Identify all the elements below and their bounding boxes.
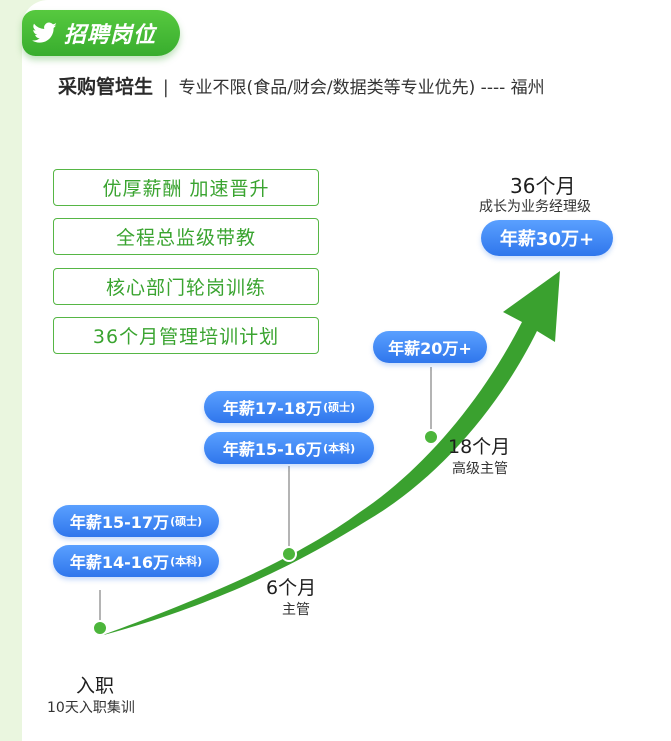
m6-salary-bachelor-text: 年薪15-16万 [222, 440, 323, 459]
section-tag: 招聘岗位 [22, 10, 180, 56]
position-line: 采购管培生 | 专业不限(食品/财会/数据类等专业优先) ---- 福州 [58, 72, 545, 99]
role-name: 采购管培生 [58, 76, 154, 98]
m6-salary-master-tag: (硕士) [323, 401, 356, 414]
benefit-salary: 优厚薪酬 加速晋升 [53, 169, 319, 206]
m6-salary-bachelor-tag: (本科) [323, 442, 356, 455]
benefit-mentorship: 全程总监级带教 [53, 218, 319, 255]
entry-salary-bachelor-tag: (本科) [170, 555, 203, 568]
m36-title: 36个月 [510, 174, 576, 198]
entry-title: 入职 [76, 675, 115, 697]
m6-salary-master: 年薪17-18万(硕士) [204, 391, 374, 423]
benefit-plan: 36个月管理培训计划 [53, 317, 319, 354]
m18-dot [423, 429, 439, 445]
content-card [22, 0, 671, 741]
m18-title: 18个月 [448, 436, 511, 458]
entry-salary-bachelor: 年薪14-16万(本科) [53, 545, 219, 577]
entry-salary-master-tag: (硕士) [170, 515, 203, 528]
entry-salary-master-text: 年薪15-17万 [69, 513, 170, 532]
position-detail: 专业不限(食品/财会/数据类等专业优先) ---- 福州 [178, 78, 545, 98]
entry-sub: 10天入职集训 [47, 700, 135, 716]
growth-arrow [100, 271, 560, 636]
bird-icon [32, 22, 57, 43]
entry-salary-bachelor-text: 年薪14-16万 [69, 553, 170, 572]
m36-sub: 成长为业务经理级 [479, 199, 591, 215]
m18-salary: 年薪20万+ [373, 331, 487, 363]
m6-salary-master-text: 年薪17-18万 [222, 399, 323, 418]
m6-sub: 主管 [282, 602, 310, 618]
m6-dot [281, 546, 297, 562]
m6-title: 6个月 [266, 577, 317, 599]
m6-salary-bachelor: 年薪15-16万(本科) [204, 432, 374, 464]
entry-dot [92, 620, 108, 636]
m18-sub: 高级主管 [452, 461, 508, 477]
section-tag-label: 招聘岗位 [64, 23, 157, 48]
separator: | [162, 77, 169, 98]
entry-salary-master: 年薪15-17万(硕士) [53, 505, 219, 537]
m36-salary: 年薪30万+ [481, 220, 613, 256]
benefit-rotation: 核心部门轮岗训练 [53, 268, 319, 305]
